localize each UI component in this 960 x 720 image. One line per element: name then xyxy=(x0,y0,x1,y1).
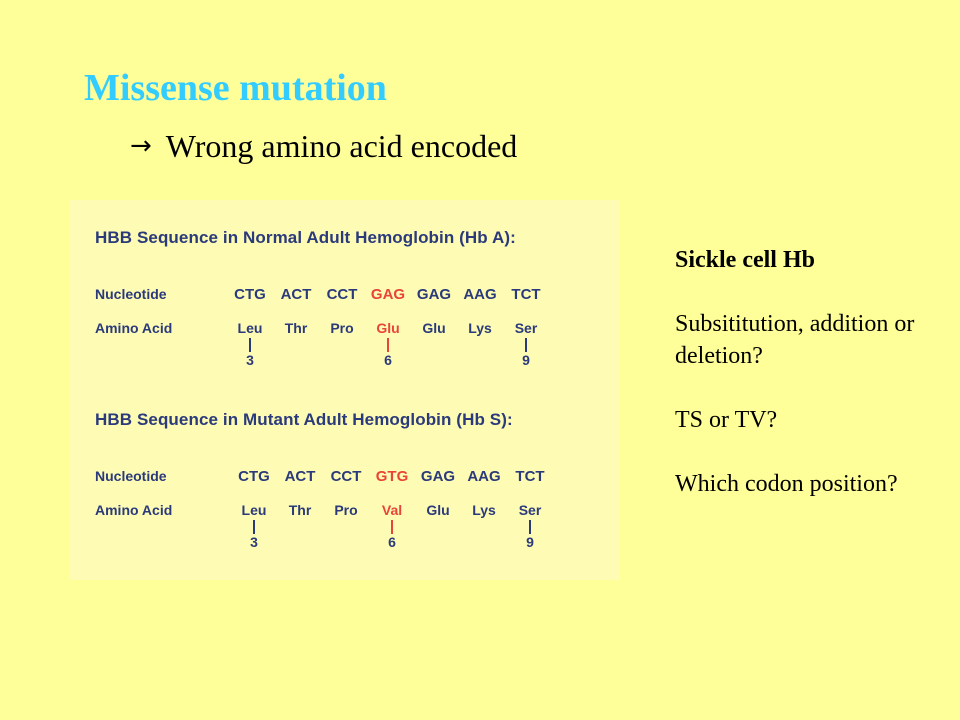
codon: CTG xyxy=(238,468,270,485)
codon: ACT xyxy=(284,468,316,485)
codon: GAG xyxy=(420,468,456,485)
amino-acid: Glu xyxy=(426,502,450,518)
side-heading: Sickle cell Hb xyxy=(675,247,815,273)
amino-acid: Ser xyxy=(518,502,542,518)
codon: AAG xyxy=(467,468,501,485)
position-tick xyxy=(253,520,255,534)
slide-title: Missense mutation xyxy=(84,67,387,109)
codon: ACT xyxy=(280,286,312,303)
right-arrow-icon: → xyxy=(130,131,152,161)
codon: TCT xyxy=(515,468,545,485)
codon: CTG xyxy=(234,286,266,303)
amino-acid: Leu xyxy=(237,320,263,336)
amino-acid: Thr xyxy=(288,502,312,518)
amino-acid: Ser xyxy=(514,320,538,336)
codon-highlighted: GTG xyxy=(375,468,409,485)
amino-acid: Leu xyxy=(241,502,267,518)
position-number: 3 xyxy=(246,352,254,368)
mutant-hb-title: HBB Sequence in Mutant Adult Hemoglobin … xyxy=(95,410,513,429)
question-codon-position: Which codon position? xyxy=(675,471,898,497)
position-number: 9 xyxy=(526,534,534,550)
nucleotide-label: Nucleotide xyxy=(95,286,167,302)
amino-acid: Thr xyxy=(284,320,308,336)
hbb-sequence-figure: HBB Sequence in Normal Adult Hemoglobin … xyxy=(69,200,620,580)
position-tick-highlighted xyxy=(391,520,393,534)
side-panel: Sickle cell Hb Subsititution, addition o… xyxy=(675,244,945,532)
question-mutation-type: Subsititution, addition or deletion? xyxy=(675,311,915,369)
amino-acid: Glu xyxy=(422,320,446,336)
amino-acid: Lys xyxy=(472,502,496,518)
amino-acid: Pro xyxy=(330,320,354,336)
position-number: 3 xyxy=(250,534,258,550)
codon: CCT xyxy=(326,286,358,303)
codon: GAG xyxy=(416,286,452,303)
amino-acid-highlighted: Glu xyxy=(376,320,400,336)
amino-acid-label: Amino Acid xyxy=(95,320,173,336)
amino-acid: Lys xyxy=(468,320,492,336)
normal-hb-title: HBB Sequence in Normal Adult Hemoglobin … xyxy=(95,228,516,247)
codon-highlighted: GAG xyxy=(370,286,406,303)
subtitle-text: Wrong amino acid encoded xyxy=(165,128,518,164)
subtitle: → Wrong amino acid encoded xyxy=(130,124,517,168)
position-tick xyxy=(249,338,251,352)
codon: CCT xyxy=(330,468,362,485)
nucleotide-label: Nucleotide xyxy=(95,468,167,484)
position-number-highlighted: 6 xyxy=(384,352,392,368)
position-tick xyxy=(525,338,527,352)
question-ts-tv: TS or TV? xyxy=(675,407,778,433)
position-tick-highlighted xyxy=(387,338,389,352)
amino-acid: Pro xyxy=(334,502,358,518)
amino-acid-label: Amino Acid xyxy=(95,502,173,518)
amino-acid-highlighted: Val xyxy=(381,502,403,518)
codon: TCT xyxy=(511,286,541,303)
position-tick xyxy=(529,520,531,534)
position-number-highlighted: 6 xyxy=(388,534,396,550)
position-number: 9 xyxy=(522,352,530,368)
codon: AAG xyxy=(463,286,497,303)
